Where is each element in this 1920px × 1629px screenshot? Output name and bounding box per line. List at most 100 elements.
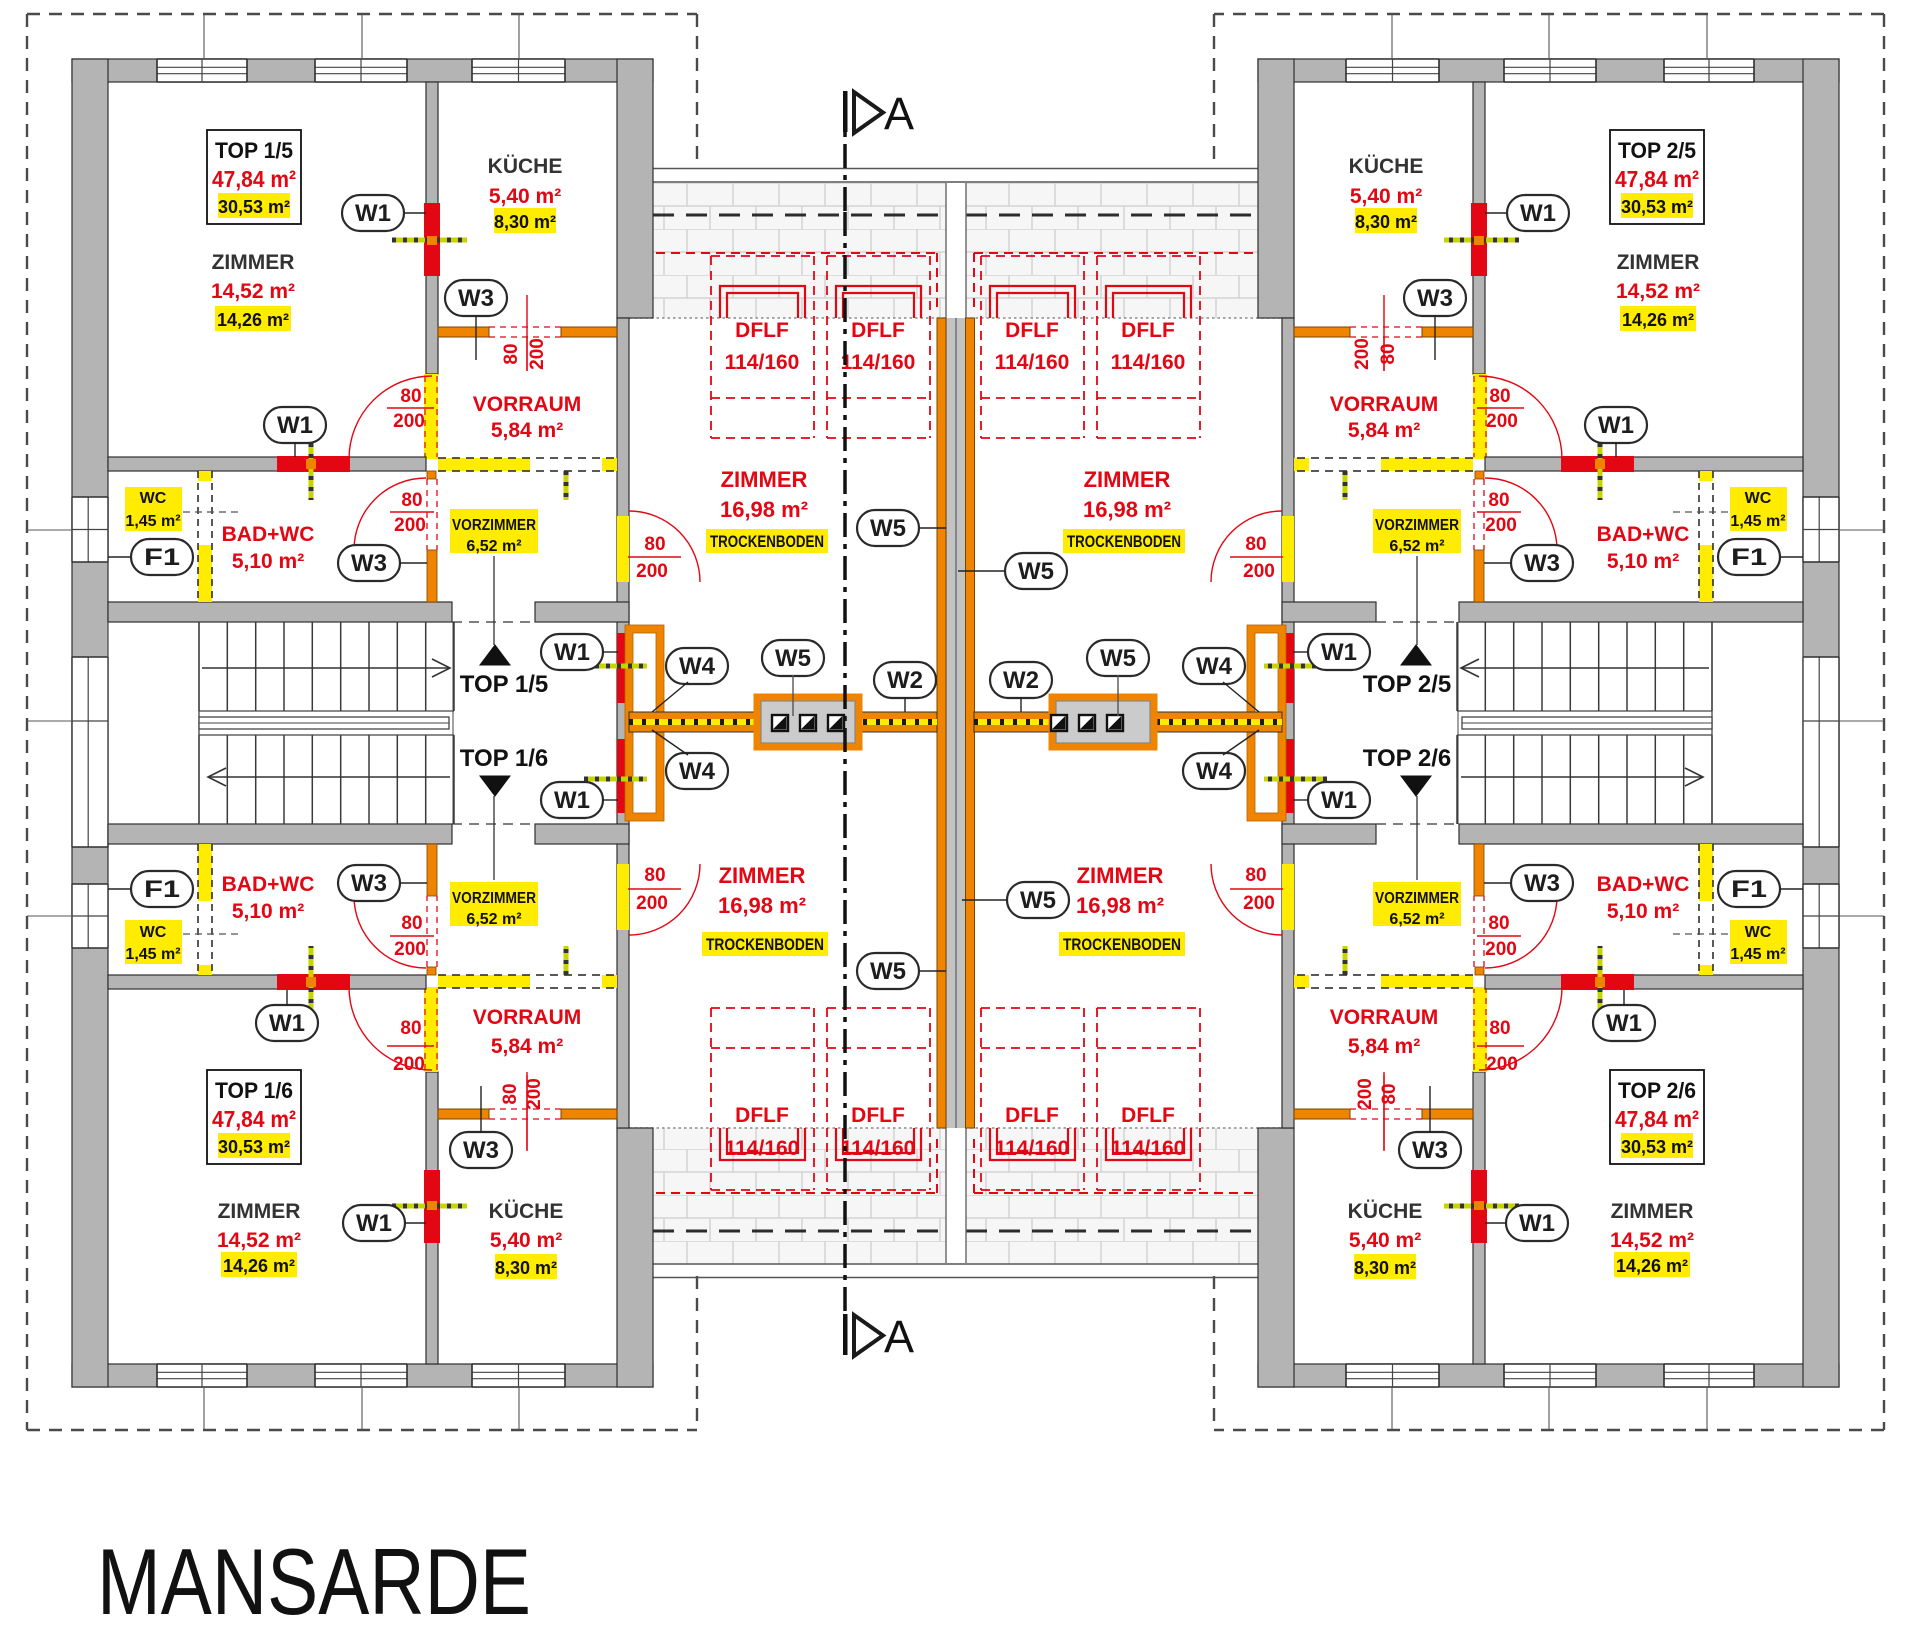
svg-text:ZIMMER: ZIMMER — [719, 863, 806, 888]
svg-text:47,84 m²: 47,84 m² — [212, 1106, 296, 1132]
svg-text:200: 200 — [636, 893, 668, 914]
svg-text:80: 80 — [400, 386, 421, 407]
svg-text:200: 200 — [1486, 411, 1518, 432]
svg-text:80: 80 — [644, 534, 665, 555]
svg-text:KÜCHE: KÜCHE — [1349, 155, 1424, 178]
svg-text:TOP 1/5: TOP 1/5 — [460, 671, 549, 698]
svg-text:A: A — [884, 1311, 914, 1362]
svg-text:1,45 m²: 1,45 m² — [125, 513, 180, 530]
svg-text:W5: W5 — [1100, 645, 1136, 672]
svg-text:14,26 m²: 14,26 m² — [1616, 1256, 1688, 1276]
svg-text:TOP 1/6: TOP 1/6 — [460, 745, 549, 772]
svg-text:200: 200 — [393, 1054, 425, 1075]
svg-text:47,84 m²: 47,84 m² — [212, 166, 296, 192]
svg-text:WC: WC — [140, 490, 167, 507]
svg-text:VORRAUM: VORRAUM — [1330, 393, 1439, 416]
svg-text:WC: WC — [1745, 490, 1772, 507]
svg-text:DFLF: DFLF — [735, 319, 789, 342]
svg-text:W4: W4 — [1196, 758, 1233, 785]
svg-text:BAD+WC: BAD+WC — [1597, 523, 1690, 546]
svg-text:W1: W1 — [554, 639, 590, 666]
svg-text:200: 200 — [1485, 939, 1517, 960]
svg-text:F1: F1 — [144, 876, 180, 903]
svg-text:80: 80 — [1489, 1018, 1510, 1039]
svg-text:W5: W5 — [1018, 558, 1054, 585]
svg-text:6,52 m²: 6,52 m² — [466, 911, 521, 928]
svg-text:200: 200 — [1486, 1054, 1518, 1075]
svg-text:BAD+WC: BAD+WC — [1597, 873, 1690, 896]
svg-text:30,53 m²: 30,53 m² — [1621, 1137, 1693, 1157]
svg-text:200: 200 — [393, 411, 425, 432]
svg-text:VORZIMMER: VORZIMMER — [1375, 517, 1459, 534]
svg-text:200: 200 — [1485, 515, 1517, 536]
svg-text:114/160: 114/160 — [1111, 1137, 1186, 1160]
svg-text:DFLF: DFLF — [1121, 1104, 1175, 1127]
svg-text:5,10 m²: 5,10 m² — [232, 550, 304, 573]
svg-text:WC: WC — [1745, 924, 1772, 941]
svg-text:114/160: 114/160 — [841, 351, 916, 374]
svg-text:80: 80 — [1488, 490, 1509, 511]
svg-text:W1: W1 — [1598, 412, 1634, 439]
svg-text:W5: W5 — [870, 958, 906, 985]
svg-text:80: 80 — [1488, 913, 1509, 934]
svg-text:W3: W3 — [1524, 870, 1560, 897]
svg-text:114/160: 114/160 — [725, 1137, 800, 1160]
svg-text:200: 200 — [1355, 1078, 1376, 1110]
svg-text:DFLF: DFLF — [1005, 1104, 1059, 1127]
svg-text:F1: F1 — [1731, 544, 1767, 571]
svg-text:80: 80 — [401, 913, 422, 934]
svg-text:14,26 m²: 14,26 m² — [217, 310, 289, 330]
svg-text:WC: WC — [140, 924, 167, 941]
svg-text:TROCKENBODEN: TROCKENBODEN — [1067, 533, 1181, 551]
svg-text:5,84 m²: 5,84 m² — [491, 419, 563, 442]
svg-text:VORRAUM: VORRAUM — [1330, 1006, 1439, 1029]
svg-text:TROCKENBODEN: TROCKENBODEN — [706, 936, 824, 954]
svg-text:W3: W3 — [1524, 550, 1560, 577]
svg-text:W4: W4 — [1196, 653, 1233, 680]
svg-text:14,52 m²: 14,52 m² — [217, 1229, 301, 1252]
svg-text:VORRAUM: VORRAUM — [473, 1006, 582, 1029]
svg-text:VORZIMMER: VORZIMMER — [1375, 890, 1459, 907]
svg-text:5,10 m²: 5,10 m² — [1607, 550, 1679, 573]
svg-text:80: 80 — [644, 865, 665, 886]
svg-text:5,40 m²: 5,40 m² — [490, 1229, 562, 1252]
svg-text:ZIMMER: ZIMMER — [218, 1200, 301, 1223]
svg-text:W5: W5 — [775, 645, 811, 672]
svg-text:W3: W3 — [1412, 1137, 1448, 1164]
svg-text:14,52 m²: 14,52 m² — [1610, 1229, 1694, 1252]
svg-text:TOP 1/5: TOP 1/5 — [215, 138, 293, 163]
svg-text:KÜCHE: KÜCHE — [488, 155, 563, 178]
svg-text:80: 80 — [400, 1018, 421, 1039]
svg-text:1,45 m²: 1,45 m² — [125, 946, 180, 963]
svg-text:DFLF: DFLF — [735, 1104, 789, 1127]
svg-text:1,45 m²: 1,45 m² — [1730, 946, 1785, 963]
svg-text:W5: W5 — [1020, 887, 1056, 914]
svg-text:80: 80 — [1378, 343, 1399, 364]
svg-text:F1: F1 — [144, 544, 180, 571]
svg-text:6,52 m²: 6,52 m² — [466, 538, 521, 555]
svg-text:MANSARDE: MANSARDE — [97, 1529, 531, 1624]
svg-text:TROCKENBODEN: TROCKENBODEN — [710, 533, 824, 551]
svg-text:8,30 m²: 8,30 m² — [1355, 212, 1417, 232]
svg-text:8,30 m²: 8,30 m² — [1354, 1258, 1416, 1278]
svg-text:VORZIMMER: VORZIMMER — [452, 517, 536, 534]
svg-text:ZIMMER: ZIMMER — [1084, 467, 1171, 492]
svg-text:80: 80 — [501, 343, 522, 364]
svg-text:VORZIMMER: VORZIMMER — [452, 890, 536, 907]
svg-text:DFLF: DFLF — [1121, 319, 1175, 342]
svg-text:TOP 2/6: TOP 2/6 — [1363, 745, 1452, 772]
svg-text:ZIMMER: ZIMMER — [1611, 1200, 1694, 1223]
svg-text:TOP 2/6: TOP 2/6 — [1618, 1078, 1696, 1103]
svg-text:80: 80 — [1379, 1083, 1400, 1104]
svg-text:8,30 m²: 8,30 m² — [494, 212, 556, 232]
svg-text:ZIMMER: ZIMMER — [1077, 863, 1164, 888]
svg-text:5,10 m²: 5,10 m² — [232, 900, 304, 923]
svg-text:ZIMMER: ZIMMER — [721, 467, 808, 492]
svg-text:W1: W1 — [554, 787, 590, 814]
svg-text:W3: W3 — [351, 550, 387, 577]
svg-text:W1: W1 — [356, 1210, 392, 1237]
svg-text:DFLF: DFLF — [1005, 319, 1059, 342]
svg-text:A: A — [884, 88, 914, 139]
svg-text:5,10 m²: 5,10 m² — [1607, 900, 1679, 923]
svg-text:114/160: 114/160 — [841, 1137, 916, 1160]
